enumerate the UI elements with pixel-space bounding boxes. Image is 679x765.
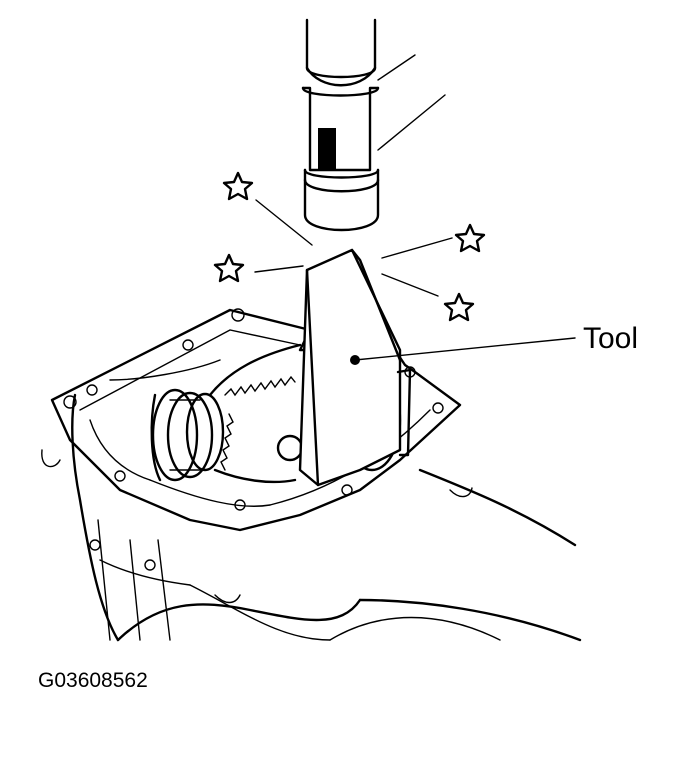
star-icon xyxy=(222,171,254,201)
transaxle-housing xyxy=(41,393,582,642)
star-pointer-line xyxy=(255,199,313,246)
star-icon xyxy=(454,223,486,253)
figure-code: G03608562 xyxy=(38,669,148,692)
star-pointer-line xyxy=(381,237,453,259)
star-markers xyxy=(213,171,486,322)
adapter-tool-plate xyxy=(298,248,412,487)
star-icon xyxy=(213,253,245,283)
star-pointer-line xyxy=(381,273,439,297)
tool-leader-line xyxy=(354,337,576,361)
star-pointer-line xyxy=(254,265,304,273)
tool-label: Tool xyxy=(583,322,639,355)
star-icon xyxy=(443,292,475,322)
press-shaft xyxy=(301,18,446,232)
